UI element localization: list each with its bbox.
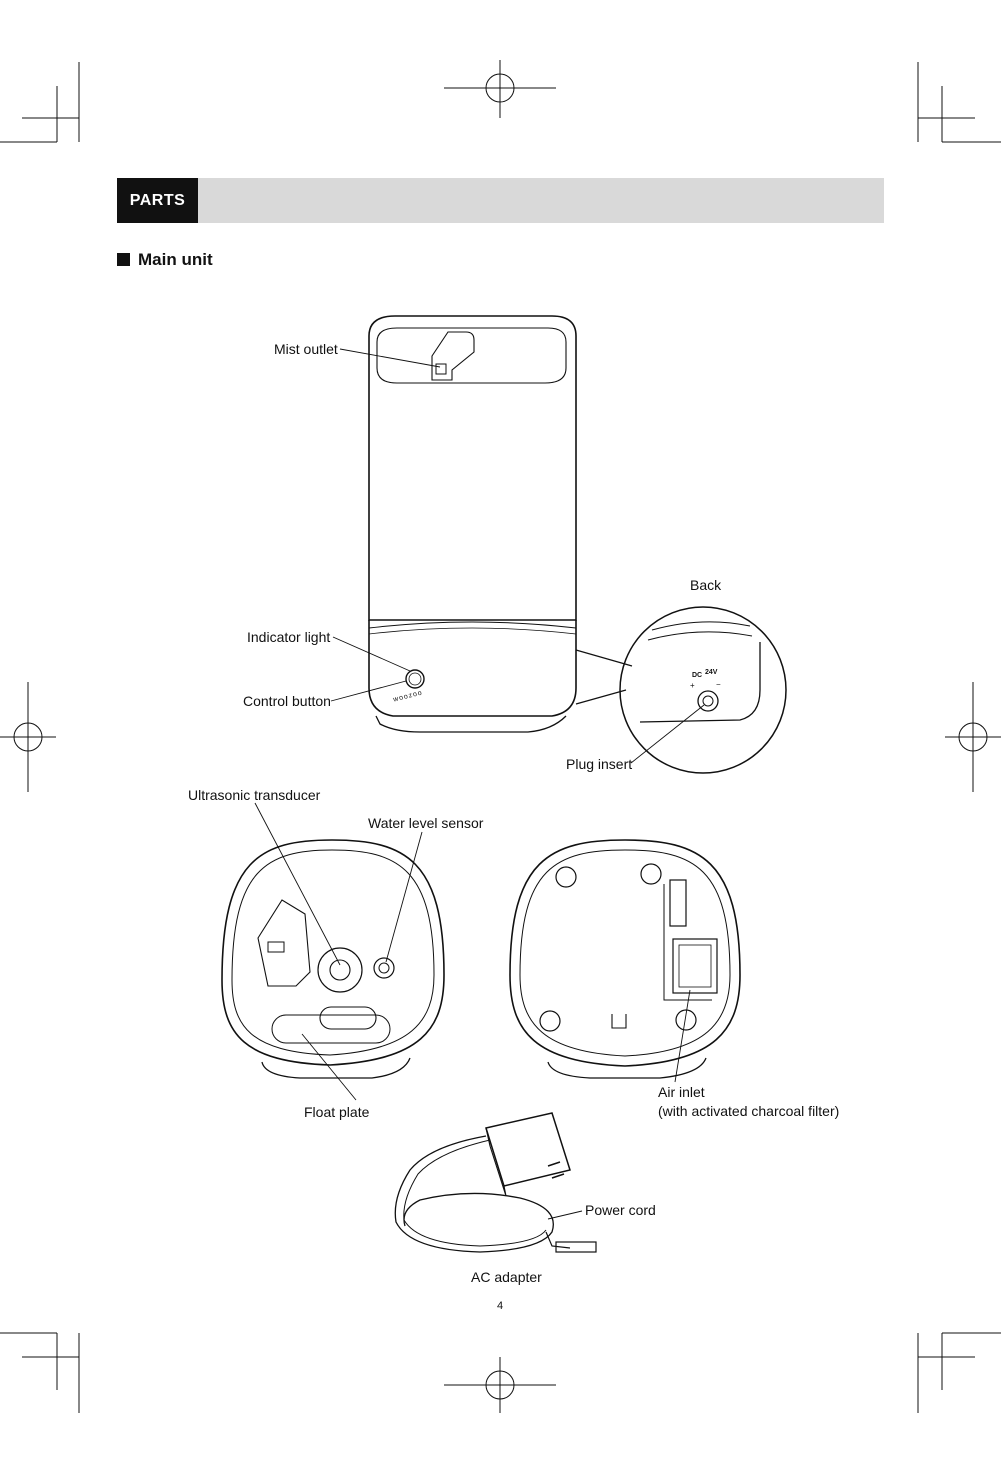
label-control-button: Control button [243,693,331,709]
label-indicator-light: Indicator light [247,629,330,645]
leader-lines [255,349,704,1219]
label-back: Back [690,577,721,593]
ac-adapter-drawing [395,1113,596,1252]
section-header-bar [117,178,884,223]
label-ac-adapter: AC adapter [471,1269,542,1285]
label-mist-outlet: Mist outlet [274,341,338,357]
main-unit-drawing [369,316,576,732]
label-air-inlet-note: (with activated charcoal filter) [658,1103,839,1119]
label-plug-insert: Plug insert [566,756,632,772]
label-float-plate: Float plate [304,1104,369,1120]
subsection-title: Main unit [138,250,213,270]
interior-view-drawing [222,840,444,1078]
section-tag: PARTS [117,178,198,223]
label-ultrasonic-transducer: Ultrasonic transducer [188,787,320,803]
bottom-view-drawing [510,840,740,1078]
plus-mark: + [690,681,695,690]
label-water-level-sensor: Water level sensor [368,815,483,831]
label-power-cord: Power cord [585,1202,656,1218]
minus-mark: − [716,680,721,689]
dc-mark: DC [692,672,702,679]
voltage-mark: 24V [705,669,717,676]
page-number: 4 [490,1300,510,1312]
back-detail-drawing [576,607,786,773]
bullet-square-icon [117,253,130,266]
label-air-inlet: Air inlet [658,1084,705,1100]
